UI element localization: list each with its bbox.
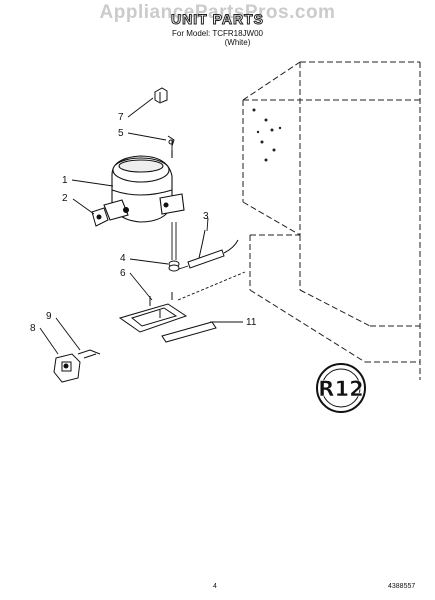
cabinet-holes — [252, 108, 282, 162]
part-1-compressor — [103, 150, 185, 223]
callout-9: 9 — [46, 311, 52, 322]
tubing — [171, 140, 246, 301]
model-line: For Model: TCFR18JW00 — [172, 29, 263, 38]
callout-8: 8 — [30, 323, 36, 334]
part-8-relay-cover — [53, 353, 81, 383]
color-line: (White) — [224, 38, 251, 47]
part-3-drier — [187, 229, 239, 269]
part-2-relay — [91, 207, 109, 227]
callout-11: 11 — [246, 317, 257, 328]
callout-5: 5 — [118, 128, 124, 139]
r12-seal: R12 — [316, 363, 366, 413]
page-title: UNIT PARTS — [171, 11, 264, 28]
callout-3: 3 — [203, 211, 209, 222]
part-4-grommet — [168, 260, 180, 272]
part-6-base-plate — [118, 292, 188, 333]
part-11-strip — [161, 321, 217, 343]
callout-numbers: 7 5 1 2 3 4 6 9 8 11 — [30, 112, 257, 334]
leader-lines — [39, 97, 243, 355]
callout-4: 4 — [120, 253, 126, 264]
callout-2: 2 — [62, 193, 68, 204]
seal-text: R12 — [318, 377, 363, 401]
callout-6: 6 — [120, 268, 126, 279]
cabinet-outline — [242, 61, 421, 380]
part-9-wire — [77, 349, 101, 359]
document-number: 4388557 — [388, 583, 416, 590]
part-5-clip — [167, 135, 175, 147]
watermark: AppliancePartsPros.com — [99, 2, 336, 23]
callout-1: 1 — [62, 175, 68, 186]
page-number: 4 — [213, 583, 217, 590]
callout-7: 7 — [118, 112, 124, 123]
part-7-bracket — [154, 87, 168, 104]
